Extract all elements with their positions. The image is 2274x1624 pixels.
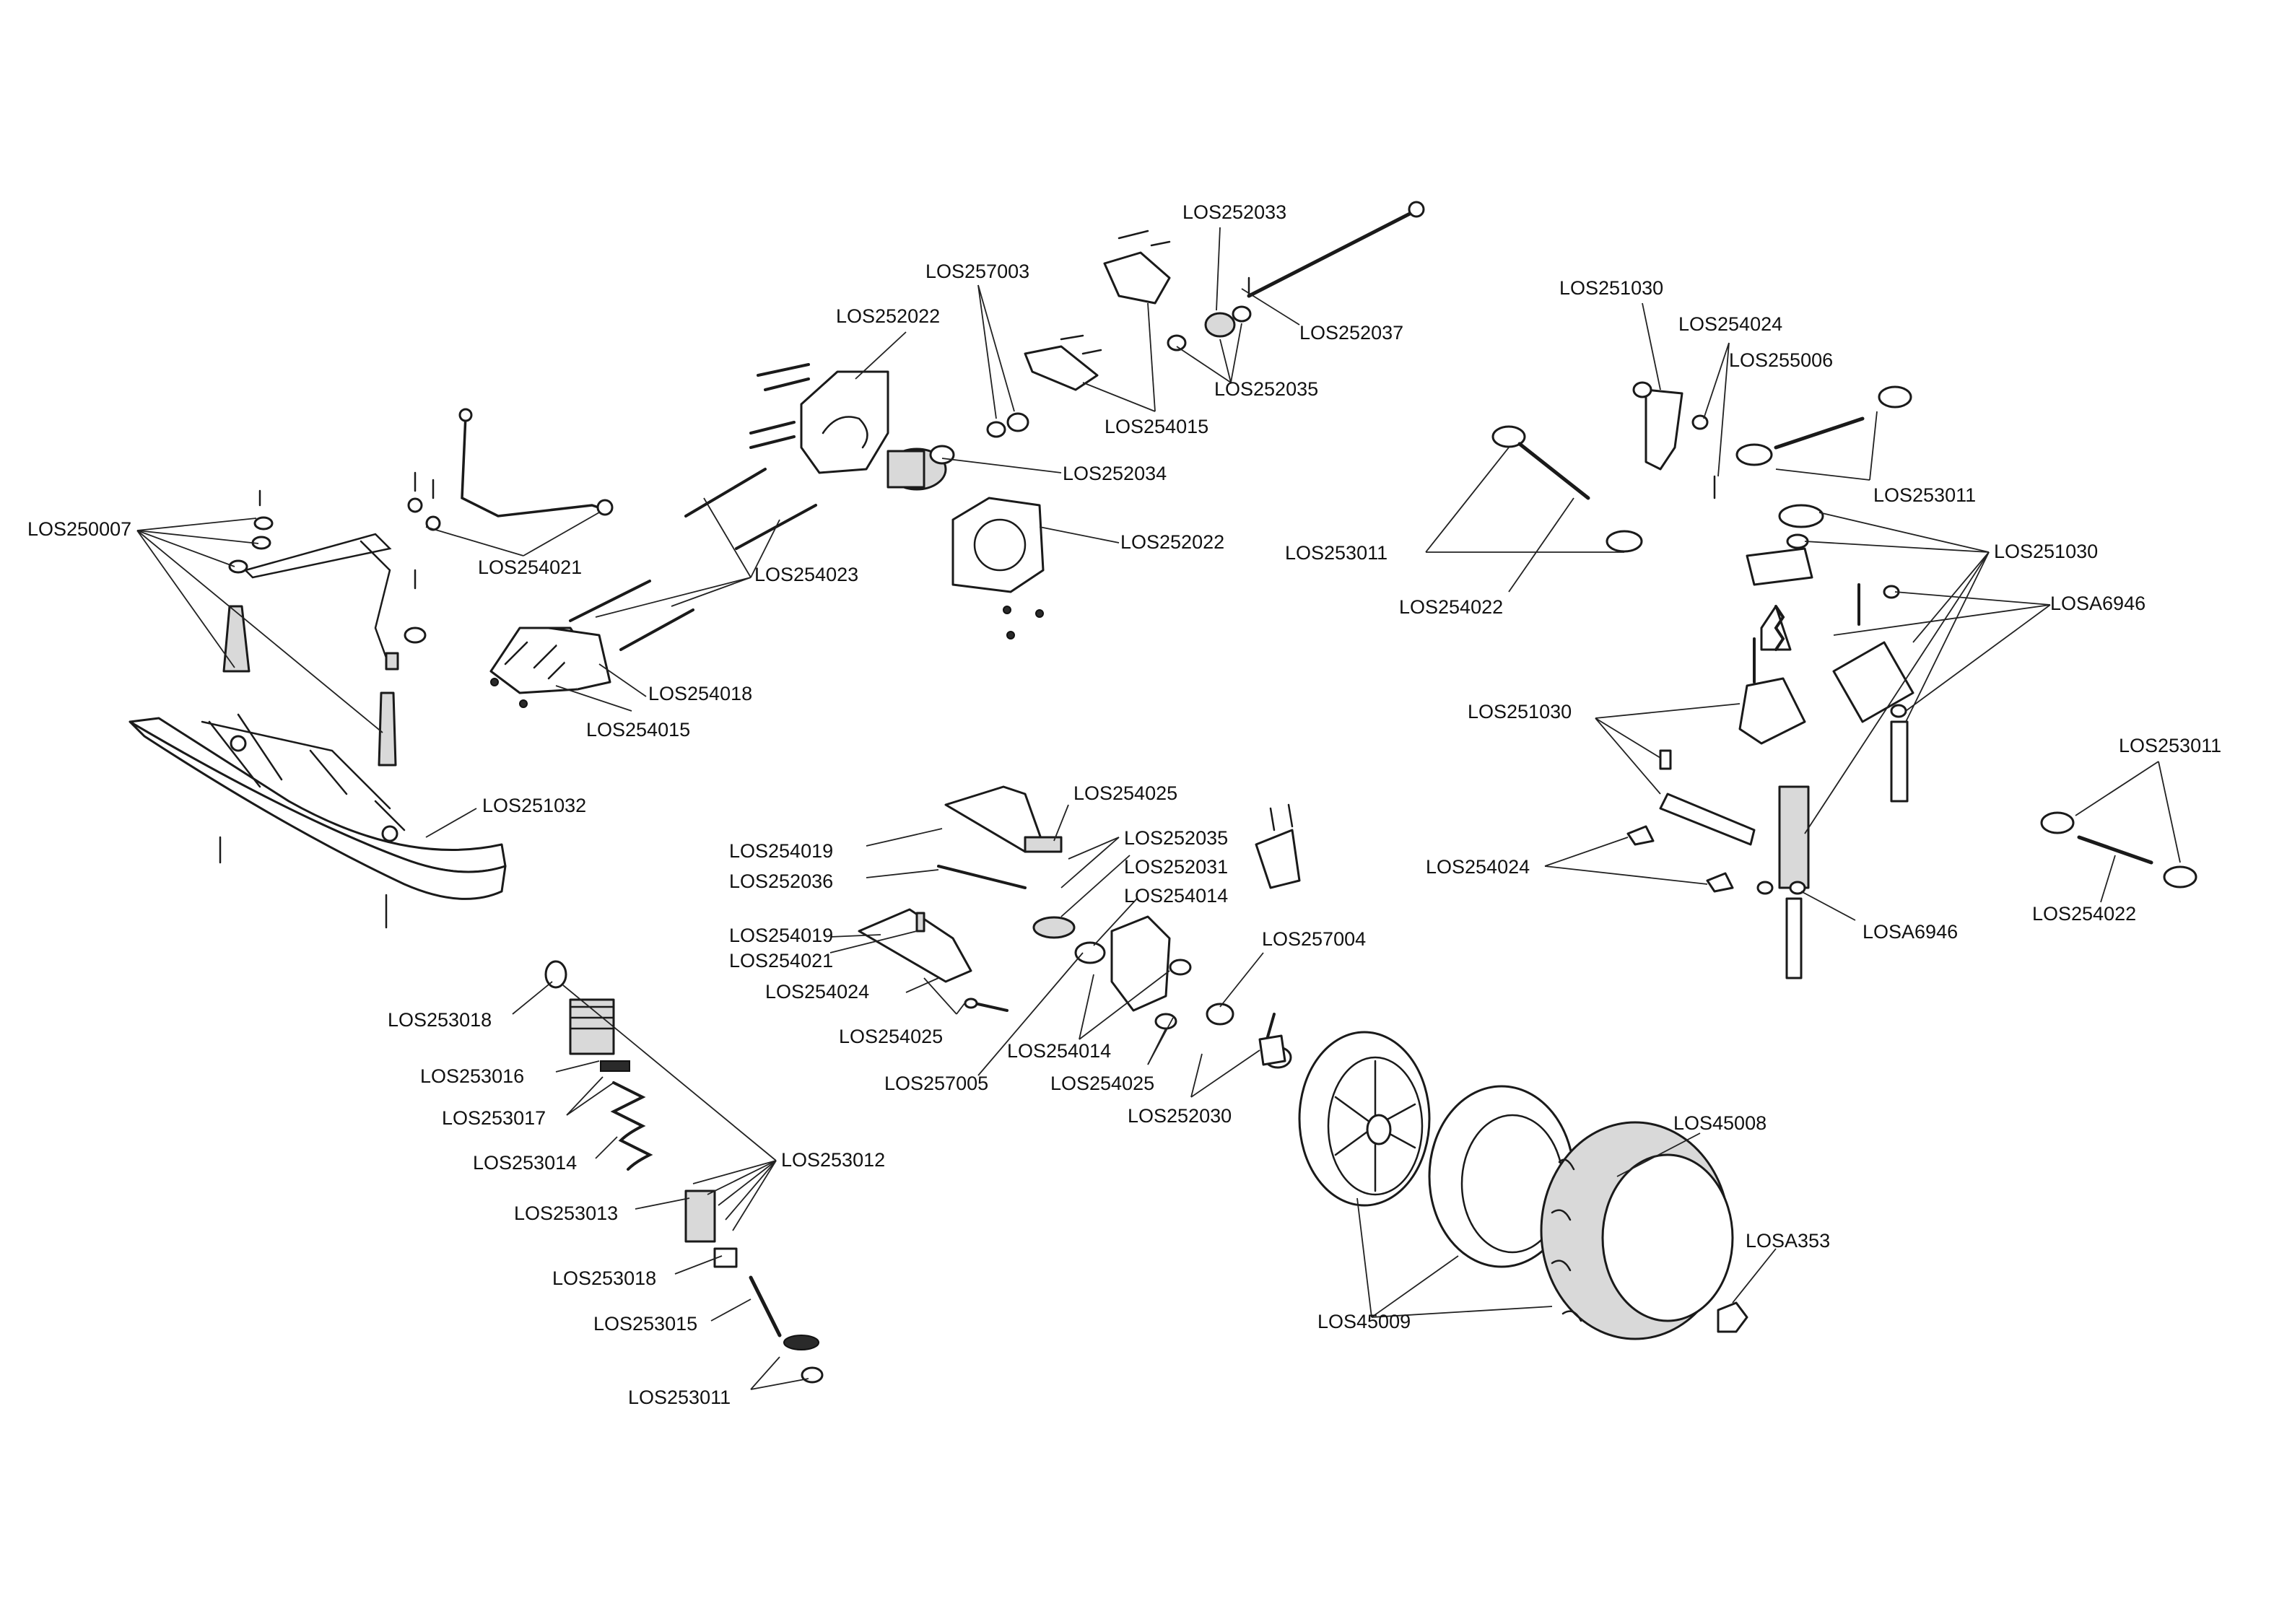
front-upper-arm	[944, 785, 1063, 853]
label-los254018: LOS254018	[648, 683, 752, 704]
wheel-nut	[1258, 1034, 1748, 1333]
label-los254024: LOS254024	[765, 981, 869, 1003]
label-los254022: LOS254022	[1399, 596, 1503, 618]
anti-roll-bar	[407, 408, 614, 531]
rear-wing	[128, 713, 507, 929]
label-losa353: LOSA353	[1746, 1230, 1830, 1252]
diff-housing-top	[749, 363, 889, 474]
label-los251032: LOS251032	[482, 795, 586, 816]
label-los253014: LOS253014	[473, 1152, 577, 1174]
label-los254019: LOS254019	[729, 925, 833, 946]
wing-mount	[222, 489, 427, 767]
center-driveshaft	[1167, 201, 1425, 352]
label-los254024: LOS254024	[1678, 313, 1782, 335]
label-los252022: LOS252022	[1120, 531, 1224, 553]
label-los254024: LOS254024	[1426, 856, 1530, 878]
label-los253011: LOS253011	[2119, 735, 2221, 756]
label-los254021: LOS254021	[729, 950, 833, 972]
label-los253015: LOS253015	[593, 1313, 697, 1335]
tire	[1540, 1121, 1734, 1340]
label-los254025: LOS254025	[1073, 782, 1177, 804]
label-los255006: LOS255006	[1729, 349, 1833, 371]
bulkhead-brace	[1024, 230, 1171, 391]
label-los253018: LOS253018	[388, 1009, 492, 1031]
label-los45008: LOS45008	[1673, 1112, 1767, 1134]
label-los250007: LOS250007	[27, 518, 131, 540]
label-los254014: LOS254014	[1124, 885, 1228, 907]
part-labels: LOS250007 LOS254021 LOS254023 LOS254018 …	[27, 201, 2221, 1408]
label-los252035: LOS252035	[1124, 827, 1228, 849]
label-los253011: LOS253011	[1873, 484, 1976, 506]
label-los252035: LOS252035	[1214, 378, 1318, 400]
label-los251030: LOS251030	[1559, 277, 1663, 299]
label-los254023: LOS254023	[754, 564, 858, 585]
label-los252031: LOS252031	[1124, 856, 1228, 878]
label-los45009: LOS45009	[1317, 1311, 1411, 1332]
label-los257003: LOS257003	[925, 261, 1029, 282]
label-los251030: LOS251030	[1468, 701, 1572, 722]
label-los253013: LOS253013	[514, 1202, 618, 1224]
label-los252034: LOS252034	[1063, 463, 1167, 484]
label-losa6946: LOSA6946	[2050, 593, 2146, 614]
label-los252030: LOS252030	[1128, 1105, 1232, 1127]
turnbuckle-right	[2040, 811, 2197, 889]
label-los252033: LOS252033	[1182, 201, 1286, 223]
front-lower-arm	[858, 865, 1027, 983]
label-los254021: LOS254021	[478, 556, 582, 578]
label-los253018: LOS253018	[552, 1267, 656, 1289]
label-los254015: LOS254015	[1105, 416, 1208, 437]
label-los254015: LOS254015	[586, 719, 690, 741]
label-los251030: LOS251030	[1994, 541, 2098, 562]
label-los253011: LOS253011	[628, 1387, 731, 1408]
label-los253016: LOS253016	[420, 1065, 524, 1087]
label-los257004: LOS257004	[1262, 928, 1366, 950]
label-losa6946: LOSA6946	[1863, 921, 1958, 943]
gearbox-plate	[489, 627, 611, 708]
hinge-pins	[569, 468, 817, 651]
label-los254025: LOS254025	[839, 1026, 943, 1047]
hub-carrier	[964, 803, 1301, 1069]
wheel-rim	[1298, 1031, 1431, 1207]
label-los252022: LOS252022	[836, 305, 940, 327]
label-los253012: LOS253012	[781, 1149, 885, 1171]
label-los254022: LOS254022	[2032, 903, 2136, 925]
label-los254025: LOS254025	[1050, 1073, 1154, 1094]
turnbuckle-left	[1491, 425, 1643, 553]
label-los253011: LOS253011	[1285, 542, 1388, 564]
label-los257005: LOS257005	[884, 1073, 988, 1094]
label-los253017: LOS253017	[442, 1107, 546, 1129]
label-los252037: LOS252037	[1299, 322, 1403, 344]
steering-assembly	[1626, 381, 1914, 979]
label-los254019: LOS254019	[729, 840, 833, 862]
diff-housing-bottom	[951, 497, 1045, 639]
label-los254014: LOS254014	[1007, 1040, 1111, 1062]
turnbuckle-top	[1735, 385, 1912, 466]
differential	[886, 412, 1029, 491]
leader-lines	[136, 227, 2181, 1390]
label-los252036: LOS252036	[729, 870, 833, 892]
